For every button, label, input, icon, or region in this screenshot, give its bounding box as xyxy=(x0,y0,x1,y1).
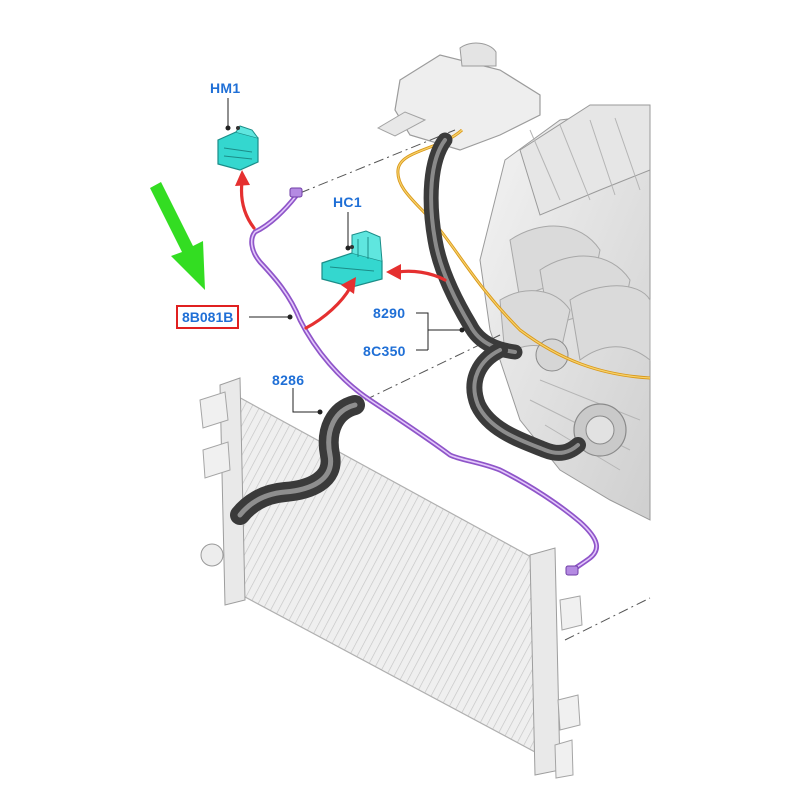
coolant-expansion-tank xyxy=(376,42,541,151)
callout-8b081b-highlighted: 8B081B xyxy=(176,305,240,329)
clip-hc1 xyxy=(321,230,383,288)
callout-hc1: HC1 xyxy=(333,194,362,210)
red-pointer-arrow xyxy=(239,180,447,330)
green-indicator-arrow xyxy=(150,182,205,290)
red-pointer-arrowheads xyxy=(235,170,401,294)
callout-8286: 8286 xyxy=(272,372,305,388)
engine-block xyxy=(479,104,651,521)
clamp-hm1 xyxy=(217,125,259,171)
assembly-center-lines xyxy=(299,129,651,641)
callout-leader-dots xyxy=(225,125,465,415)
callout-hm1: HM1 xyxy=(210,80,241,96)
hose-8b081b xyxy=(249,187,599,576)
callout-leaders xyxy=(227,98,462,413)
callout-8c350: 8C350 xyxy=(363,343,406,359)
callout-8290: 8290 xyxy=(373,305,406,321)
